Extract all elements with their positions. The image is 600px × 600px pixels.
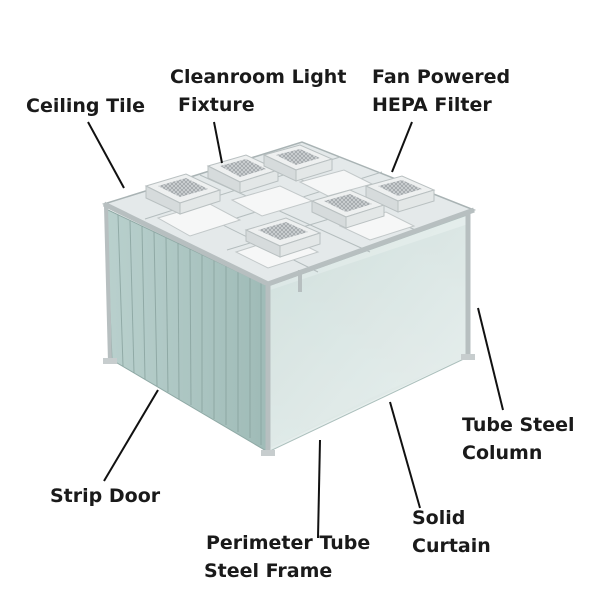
label-perimeter-frame: Perimeter Tube Steel Frame — [204, 532, 377, 582]
label-solid-curtain: Solid Curtain — [412, 507, 491, 557]
label-ceiling-tile-line1: Ceiling Tile — [26, 95, 145, 117]
label-light-fixture: Cleanroom Light Fixture — [170, 66, 353, 116]
label-light-fixture-line2: Fixture — [178, 94, 255, 116]
label-strip-door: Strip Door — [50, 485, 161, 507]
column-feet — [103, 354, 475, 456]
label-hepa-filter: Fan Powered HEPA Filter — [372, 66, 517, 116]
label-tube-steel-column: Tube Steel Column — [462, 414, 581, 464]
label-solid-curtain-line1: Solid — [412, 507, 465, 529]
label-perimeter-frame-line1: Perimeter Tube — [206, 532, 370, 554]
label-light-fixture-line1: Cleanroom Light — [170, 66, 346, 88]
strip-door-panel — [105, 208, 269, 453]
leader-lines — [87, 121, 504, 539]
hepa-filter-group — [144, 144, 436, 258]
perimeter-frame — [102, 201, 475, 454]
label-tube-steel-column-line1: Tube Steel — [462, 414, 575, 436]
label-hepa-filter-line2: HEPA Filter — [372, 94, 492, 116]
label-tube-steel-column-line2: Column — [462, 442, 542, 464]
label-perimeter-frame-line2: Steel Frame — [204, 560, 332, 582]
label-ceiling-tile: Ceiling Tile — [26, 95, 145, 117]
label-hepa-filter-line1: Fan Powered — [372, 66, 510, 88]
label-strip-door-line1: Strip Door — [50, 485, 161, 507]
label-solid-curtain-line2: Curtain — [412, 535, 491, 557]
